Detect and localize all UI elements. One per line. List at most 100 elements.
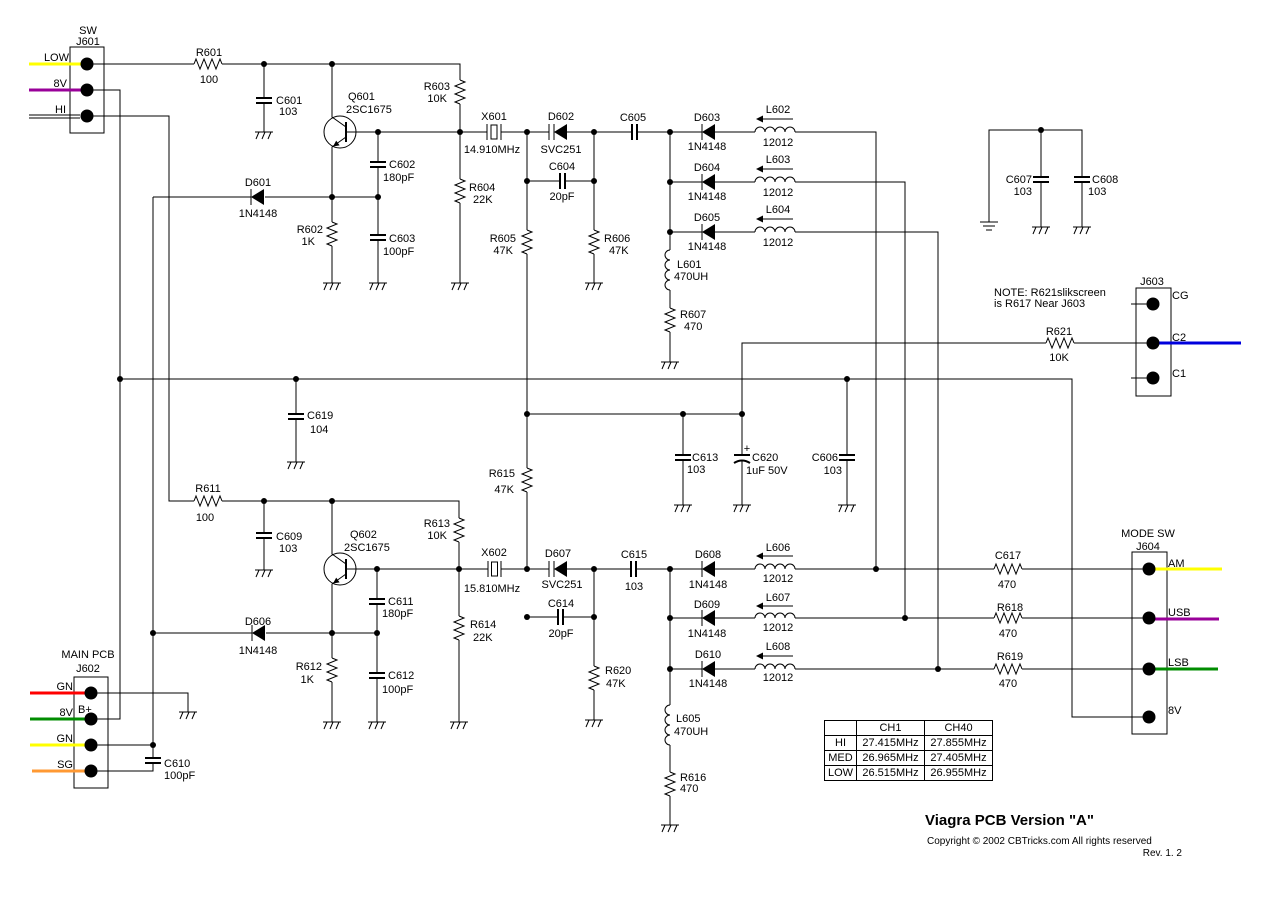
- component-ref: C609: [276, 531, 302, 543]
- capacitor-c605: C605: [620, 112, 646, 140]
- junction-dot: [457, 129, 463, 135]
- component-value: 47K: [606, 678, 626, 690]
- junction-dot: [667, 179, 673, 185]
- connector-pin: [84, 764, 98, 778]
- junction-dot: [667, 129, 673, 135]
- crystal-plates: [486, 124, 502, 140]
- pin-label: LSB: [1168, 657, 1189, 669]
- component-value: 47K: [493, 245, 513, 257]
- component-ref: R615: [489, 468, 515, 480]
- chassis-ground-icon: [179, 711, 197, 720]
- capacitor-c604: C604 20pF: [549, 161, 575, 203]
- chassis-ground-icon: [368, 721, 386, 730]
- resistor-icon: [193, 57, 223, 71]
- capacitor-c611: C611 180pF: [369, 596, 413, 620]
- varactor-d607: D607 SVC251: [542, 548, 583, 591]
- chassis-ground-icon: [323, 721, 341, 730]
- table-row: MED 26.965MHz 27.405MHz: [824, 750, 993, 766]
- resistor-icon: [1045, 336, 1075, 350]
- resistor-icon: [452, 615, 466, 641]
- resistor-icon: [587, 229, 601, 255]
- pin-label: GN: [57, 681, 74, 693]
- component-value: 103: [625, 581, 643, 593]
- adjust-arrow-icon: [756, 215, 763, 223]
- component-value: 12012: [763, 622, 794, 634]
- component-ref: R605: [490, 233, 516, 245]
- capacitor-icon: [630, 561, 637, 577]
- junction-dot: [667, 615, 673, 621]
- capacitor-c612: C612 100pF: [369, 670, 414, 696]
- pin-label: 8V: [1168, 705, 1182, 717]
- component-ref: R619: [997, 651, 1023, 663]
- junction-dot: [902, 615, 908, 621]
- coil-icon: [754, 612, 796, 619]
- component-value: 1uF 50V: [746, 465, 788, 477]
- component-value: 100: [196, 512, 214, 524]
- connector-pin: [84, 738, 98, 752]
- adjust-arrow-icon: [756, 602, 763, 610]
- component-ref: C610: [164, 758, 190, 770]
- component-ref: R612: [296, 661, 322, 673]
- inductor-l601: L601 470UH: [664, 249, 708, 291]
- component-value: 1N4148: [688, 191, 727, 203]
- component-ref: L603: [766, 154, 790, 166]
- connector-pin: [1146, 371, 1160, 385]
- capacitor-c614: C614 20pF: [548, 598, 574, 640]
- capacitor-icon: [557, 609, 564, 625]
- diode-d609: D609 1N4148: [688, 599, 727, 640]
- component-ref: L605: [676, 713, 700, 725]
- capacitor-icon: [145, 757, 161, 764]
- crystal-icon: [491, 561, 498, 577]
- junction-dot: [117, 376, 123, 382]
- table-cell-ch40: 27.405MHz: [924, 750, 993, 766]
- connector-ref: J601: [76, 36, 100, 48]
- component-value: 104: [310, 424, 328, 436]
- component-value: 1N4148: [688, 141, 727, 153]
- connector-title: SW: [79, 25, 97, 37]
- component-value: 100pF: [383, 246, 414, 258]
- resistor-r601: R601 100: [193, 47, 223, 86]
- junction-dot: [150, 630, 156, 636]
- component-ref: D602: [548, 111, 574, 123]
- grounds: [179, 131, 1091, 833]
- junction-dot: [935, 666, 941, 672]
- polarity-mark: +: [744, 443, 750, 455]
- chassis-ground-icon: [450, 721, 468, 730]
- capacitor-c606: C606 103: [812, 452, 855, 477]
- component-value: 15.810MHz: [464, 583, 520, 595]
- component-value: 470UH: [674, 271, 708, 283]
- component-ref: D607: [545, 548, 571, 560]
- diode-d608: D608 1N4148: [689, 549, 728, 591]
- diode-d601: D601 1N4148: [239, 177, 278, 220]
- varactor-d602: D602 SVC251: [541, 111, 582, 156]
- junction-dot: [591, 178, 597, 184]
- resistor-icon: [663, 771, 677, 797]
- resistor-icon: [453, 178, 467, 204]
- wire-d601-d606-net: [91, 196, 378, 772]
- table-cell-ch1: 26.965MHz: [856, 750, 925, 766]
- chassis-ground-icon: [585, 282, 603, 291]
- component-ref: R616: [680, 772, 706, 784]
- table-header-cell: CH1: [856, 720, 925, 736]
- adjust-arrow-icon: [756, 115, 763, 123]
- resistor-r620: R620 47K: [587, 665, 631, 691]
- diode-icon: [702, 610, 715, 626]
- resistor-icon: [520, 229, 534, 255]
- pin-label: 8V: [54, 78, 68, 90]
- wire-hi-feed: [87, 115, 460, 722]
- component-ref: X601: [481, 111, 507, 123]
- table-cell-mode: LOW: [824, 765, 857, 781]
- pin-label: LOW: [44, 52, 70, 64]
- component-value: SVC251: [541, 144, 582, 156]
- wire-j602-ground: [91, 692, 189, 712]
- pin-label: 8V: [60, 707, 74, 719]
- component-ref: C603: [389, 233, 415, 245]
- npn-transistor-icon: [323, 552, 357, 586]
- component-value: 22K: [473, 632, 493, 644]
- adjust-arrow-icon: [756, 165, 763, 173]
- component-value: 20pF: [549, 191, 574, 203]
- component-value: 2SC1675: [346, 104, 392, 116]
- frequency-table: CH1 CH40 HI 27.415MHz 27.855MHz MED 26.9…: [824, 720, 993, 781]
- capacitor-icon: [288, 413, 304, 420]
- resistor-icon: [993, 611, 1023, 625]
